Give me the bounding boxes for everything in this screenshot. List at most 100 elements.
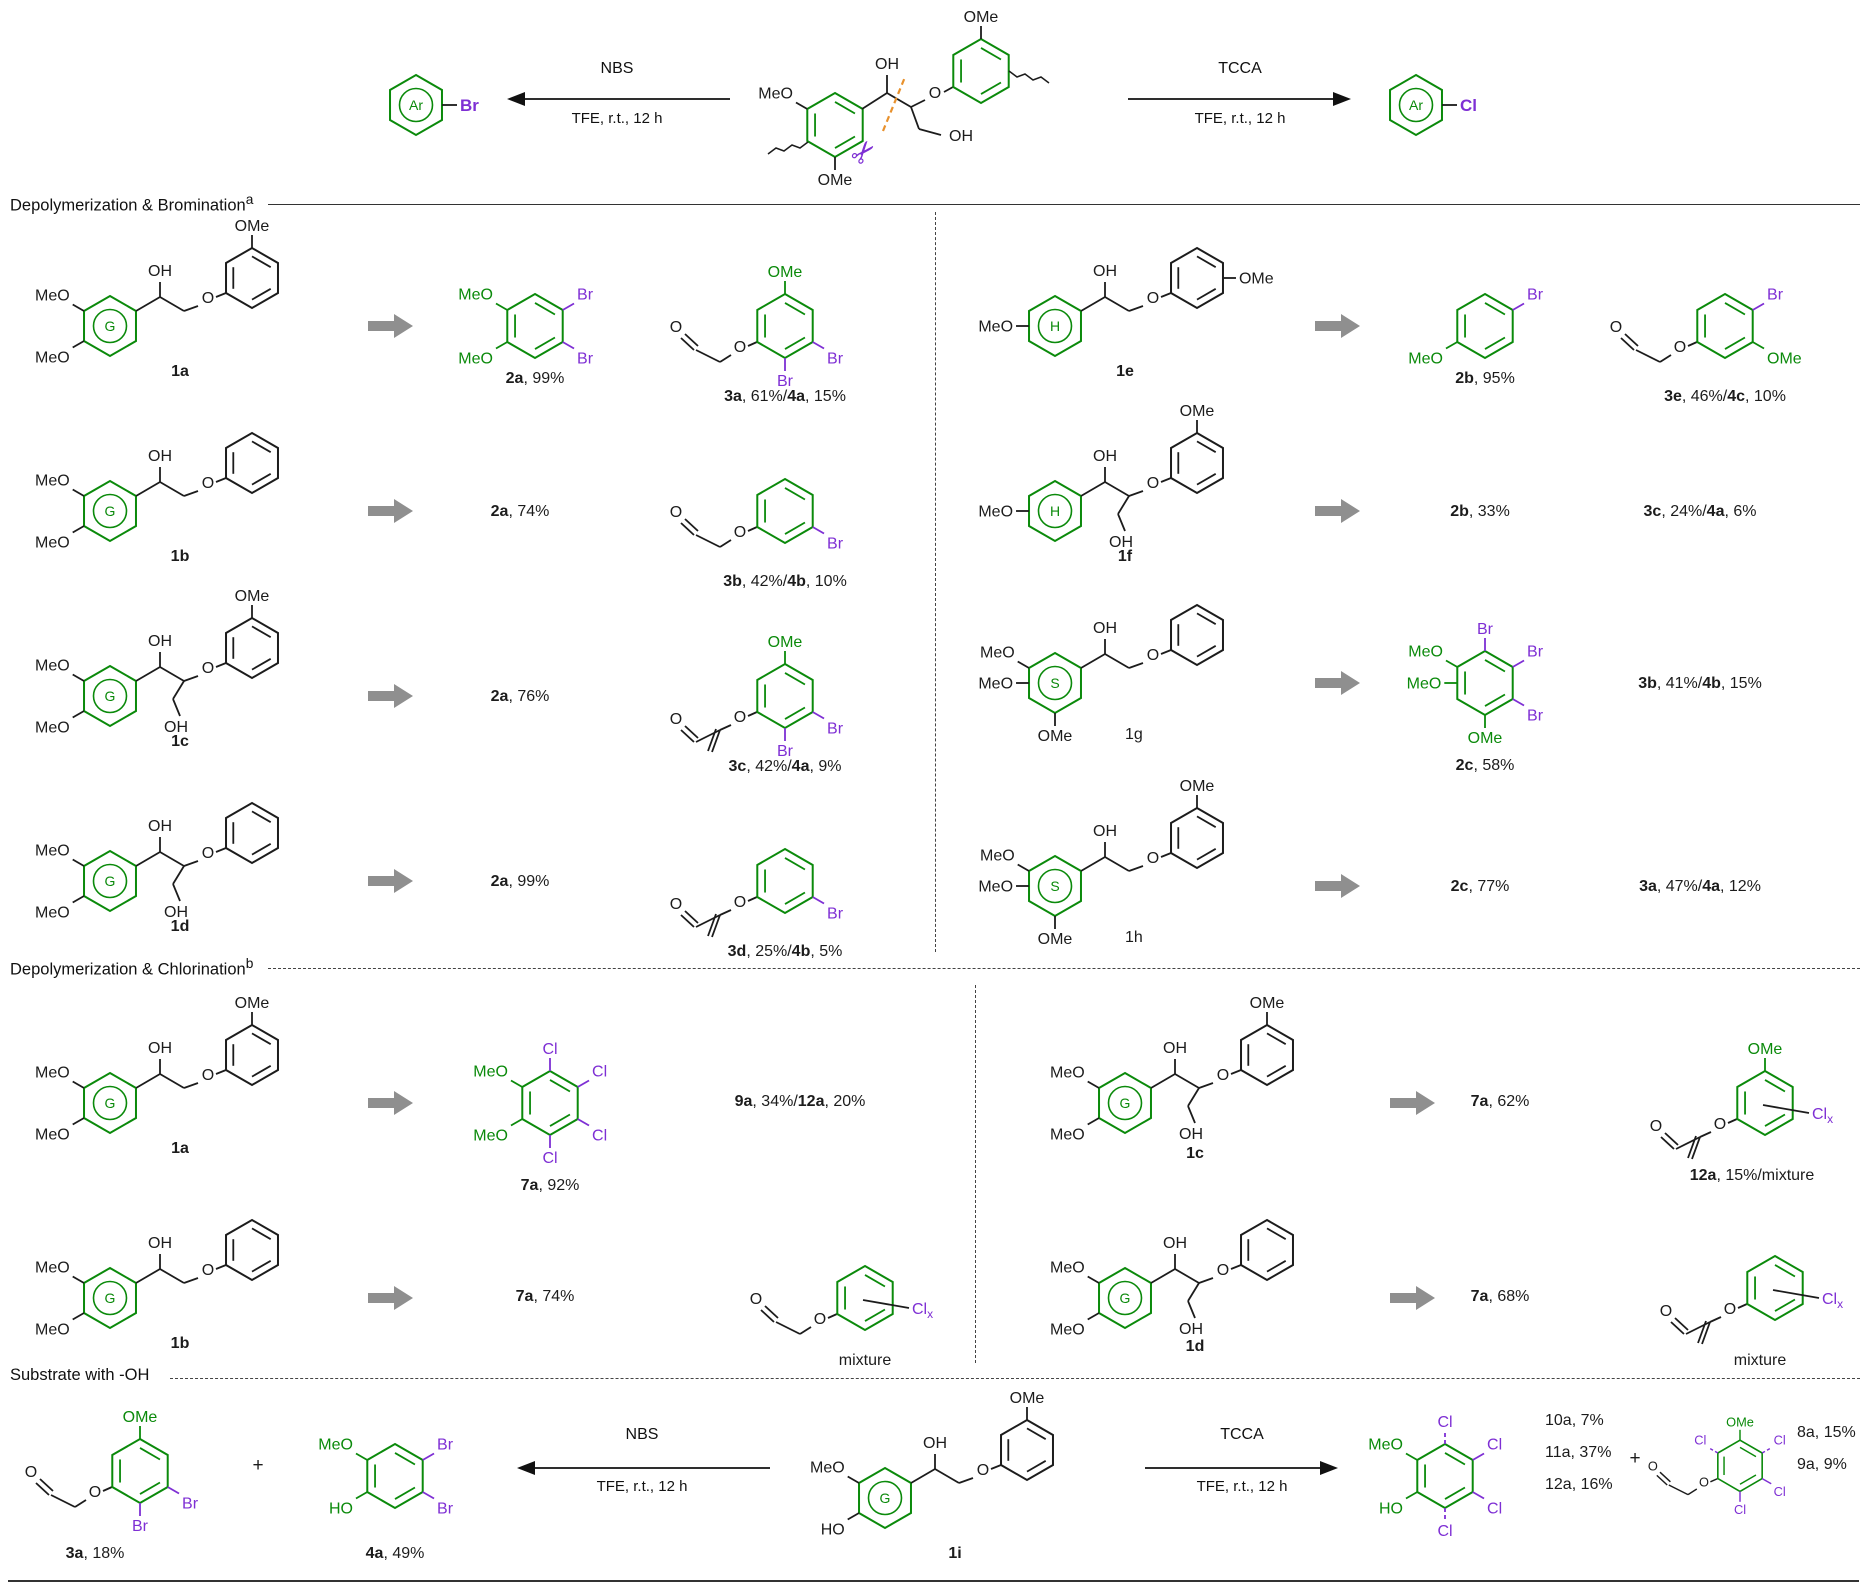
svg-text:OMe: OMe <box>1180 403 1215 420</box>
compound-label-1h: 1h <box>1125 929 1143 946</box>
label-nbs: NBS <box>600 60 634 77</box>
label-conditions-nbs-bottom: TFE, r.t., 12 h <box>596 1478 688 1495</box>
reaction-arrow <box>368 869 413 893</box>
yield-label-7a-62: 7a, 62% <box>1470 1093 1530 1110</box>
svg-text:O: O <box>202 660 214 677</box>
svg-text:OMe: OMe <box>1767 351 1802 368</box>
svg-text:MeO: MeO <box>978 504 1013 521</box>
svg-text:Clx: Clx <box>912 1301 933 1321</box>
yield-label-3d-25: 3d, 25%/4b, 5% <box>727 943 843 960</box>
svg-text:MeO: MeO <box>1050 1322 1085 1339</box>
svg-text:OH: OH <box>1093 448 1117 465</box>
svg-text:OMe: OMe <box>768 264 803 281</box>
svg-text:Br: Br <box>460 96 479 115</box>
svg-text:MeO: MeO <box>1408 644 1443 661</box>
yield-label-7a-92: 7a, 92% <box>520 1177 580 1194</box>
svg-text:OMe: OMe <box>1468 730 1503 747</box>
svg-text:OMe: OMe <box>1239 271 1274 288</box>
reaction-arrow <box>1315 671 1360 695</box>
svg-text:OMe: OMe <box>1726 1415 1754 1430</box>
svg-text:MeO: MeO <box>1368 1437 1403 1454</box>
svg-text:OMe: OMe <box>768 634 803 651</box>
svg-text:O: O <box>1610 319 1622 336</box>
svg-text:MeO: MeO <box>1050 1260 1085 1277</box>
rule-chlorination <box>268 968 1860 969</box>
svg-text:O: O <box>202 845 214 862</box>
svg-text:MeO: MeO <box>1408 351 1443 368</box>
yield-label-3a-18: 3a, 18% <box>65 1545 125 1562</box>
svg-text:O: O <box>1217 1262 1229 1279</box>
svg-text:O: O <box>929 85 941 102</box>
svg-text:Br: Br <box>1767 287 1784 304</box>
svg-text:Cl: Cl <box>592 1064 607 1081</box>
svg-text:Cl: Cl <box>1487 1501 1502 1518</box>
svg-text:O: O <box>670 319 682 336</box>
svg-text:MeO: MeO <box>458 351 493 368</box>
svg-text:MeO: MeO <box>1407 676 1442 693</box>
svg-text:MeO: MeO <box>473 1064 508 1081</box>
svg-text:Br: Br <box>827 906 844 923</box>
yield-label-3b-42: 3b, 42%/4b, 10% <box>723 573 847 590</box>
svg-text:OH: OH <box>1093 263 1117 280</box>
rule-substrate-oh <box>170 1378 1860 1379</box>
svg-text:OMe: OMe <box>1010 1390 1045 1407</box>
svg-text:OH: OH <box>148 448 172 465</box>
svg-text:O: O <box>1724 1301 1736 1318</box>
section-title-chlorination: Depolymerization & Chlorinationb <box>10 956 262 980</box>
svg-text:MeO: MeO <box>1050 1127 1085 1144</box>
svg-text:OH: OH <box>949 128 973 145</box>
yield-label-2a-76: 2a, 76% <box>490 688 550 705</box>
reaction-arrow <box>1390 1286 1435 1310</box>
svg-text:O: O <box>1147 290 1159 307</box>
label-nbs-bottom: NBS <box>625 1426 659 1443</box>
svg-text:Br: Br <box>182 1496 199 1513</box>
svg-text:O: O <box>1648 1459 1658 1474</box>
svg-text:O: O <box>25 1464 37 1481</box>
svg-text:OH: OH <box>1109 534 1133 551</box>
svg-text:MeO: MeO <box>35 1065 70 1082</box>
yield-label-12a-15: 12a, 15%/mixture <box>1689 1167 1815 1184</box>
svg-text:Br: Br <box>1527 708 1544 725</box>
label-mixture: mixture <box>838 1352 892 1369</box>
svg-text:MeO: MeO <box>35 1322 70 1339</box>
label-conditions-tcca: TFE, r.t., 12 h <box>1194 110 1286 127</box>
svg-text:OMe: OMe <box>1748 1041 1783 1058</box>
arrow-right-tcca <box>1128 92 1351 106</box>
label-tcca-bottom: TCCA <box>1220 1426 1264 1443</box>
svg-text:OMe: OMe <box>235 588 270 605</box>
svg-text:MeO: MeO <box>35 1260 70 1277</box>
svg-text:OH: OH <box>148 818 172 835</box>
svg-text:O: O <box>750 1291 762 1308</box>
svg-text:O: O <box>977 1462 989 1479</box>
svg-text:OH: OH <box>164 719 188 736</box>
svg-text:G: G <box>105 1095 116 1111</box>
svg-text:MeO: MeO <box>980 645 1015 662</box>
svg-text:MeO: MeO <box>35 658 70 675</box>
yield-label-3b-41: 3b, 41%/4b, 15% <box>1638 675 1762 692</box>
compound-label-1c: 1c <box>171 733 189 750</box>
reaction-arrow <box>1315 499 1360 523</box>
svg-text:G: G <box>105 873 116 889</box>
svg-text:O: O <box>734 524 746 541</box>
yield-label-8a-15: 8a, 15% <box>1797 1424 1856 1441</box>
svg-text:OH: OH <box>1163 1040 1187 1057</box>
